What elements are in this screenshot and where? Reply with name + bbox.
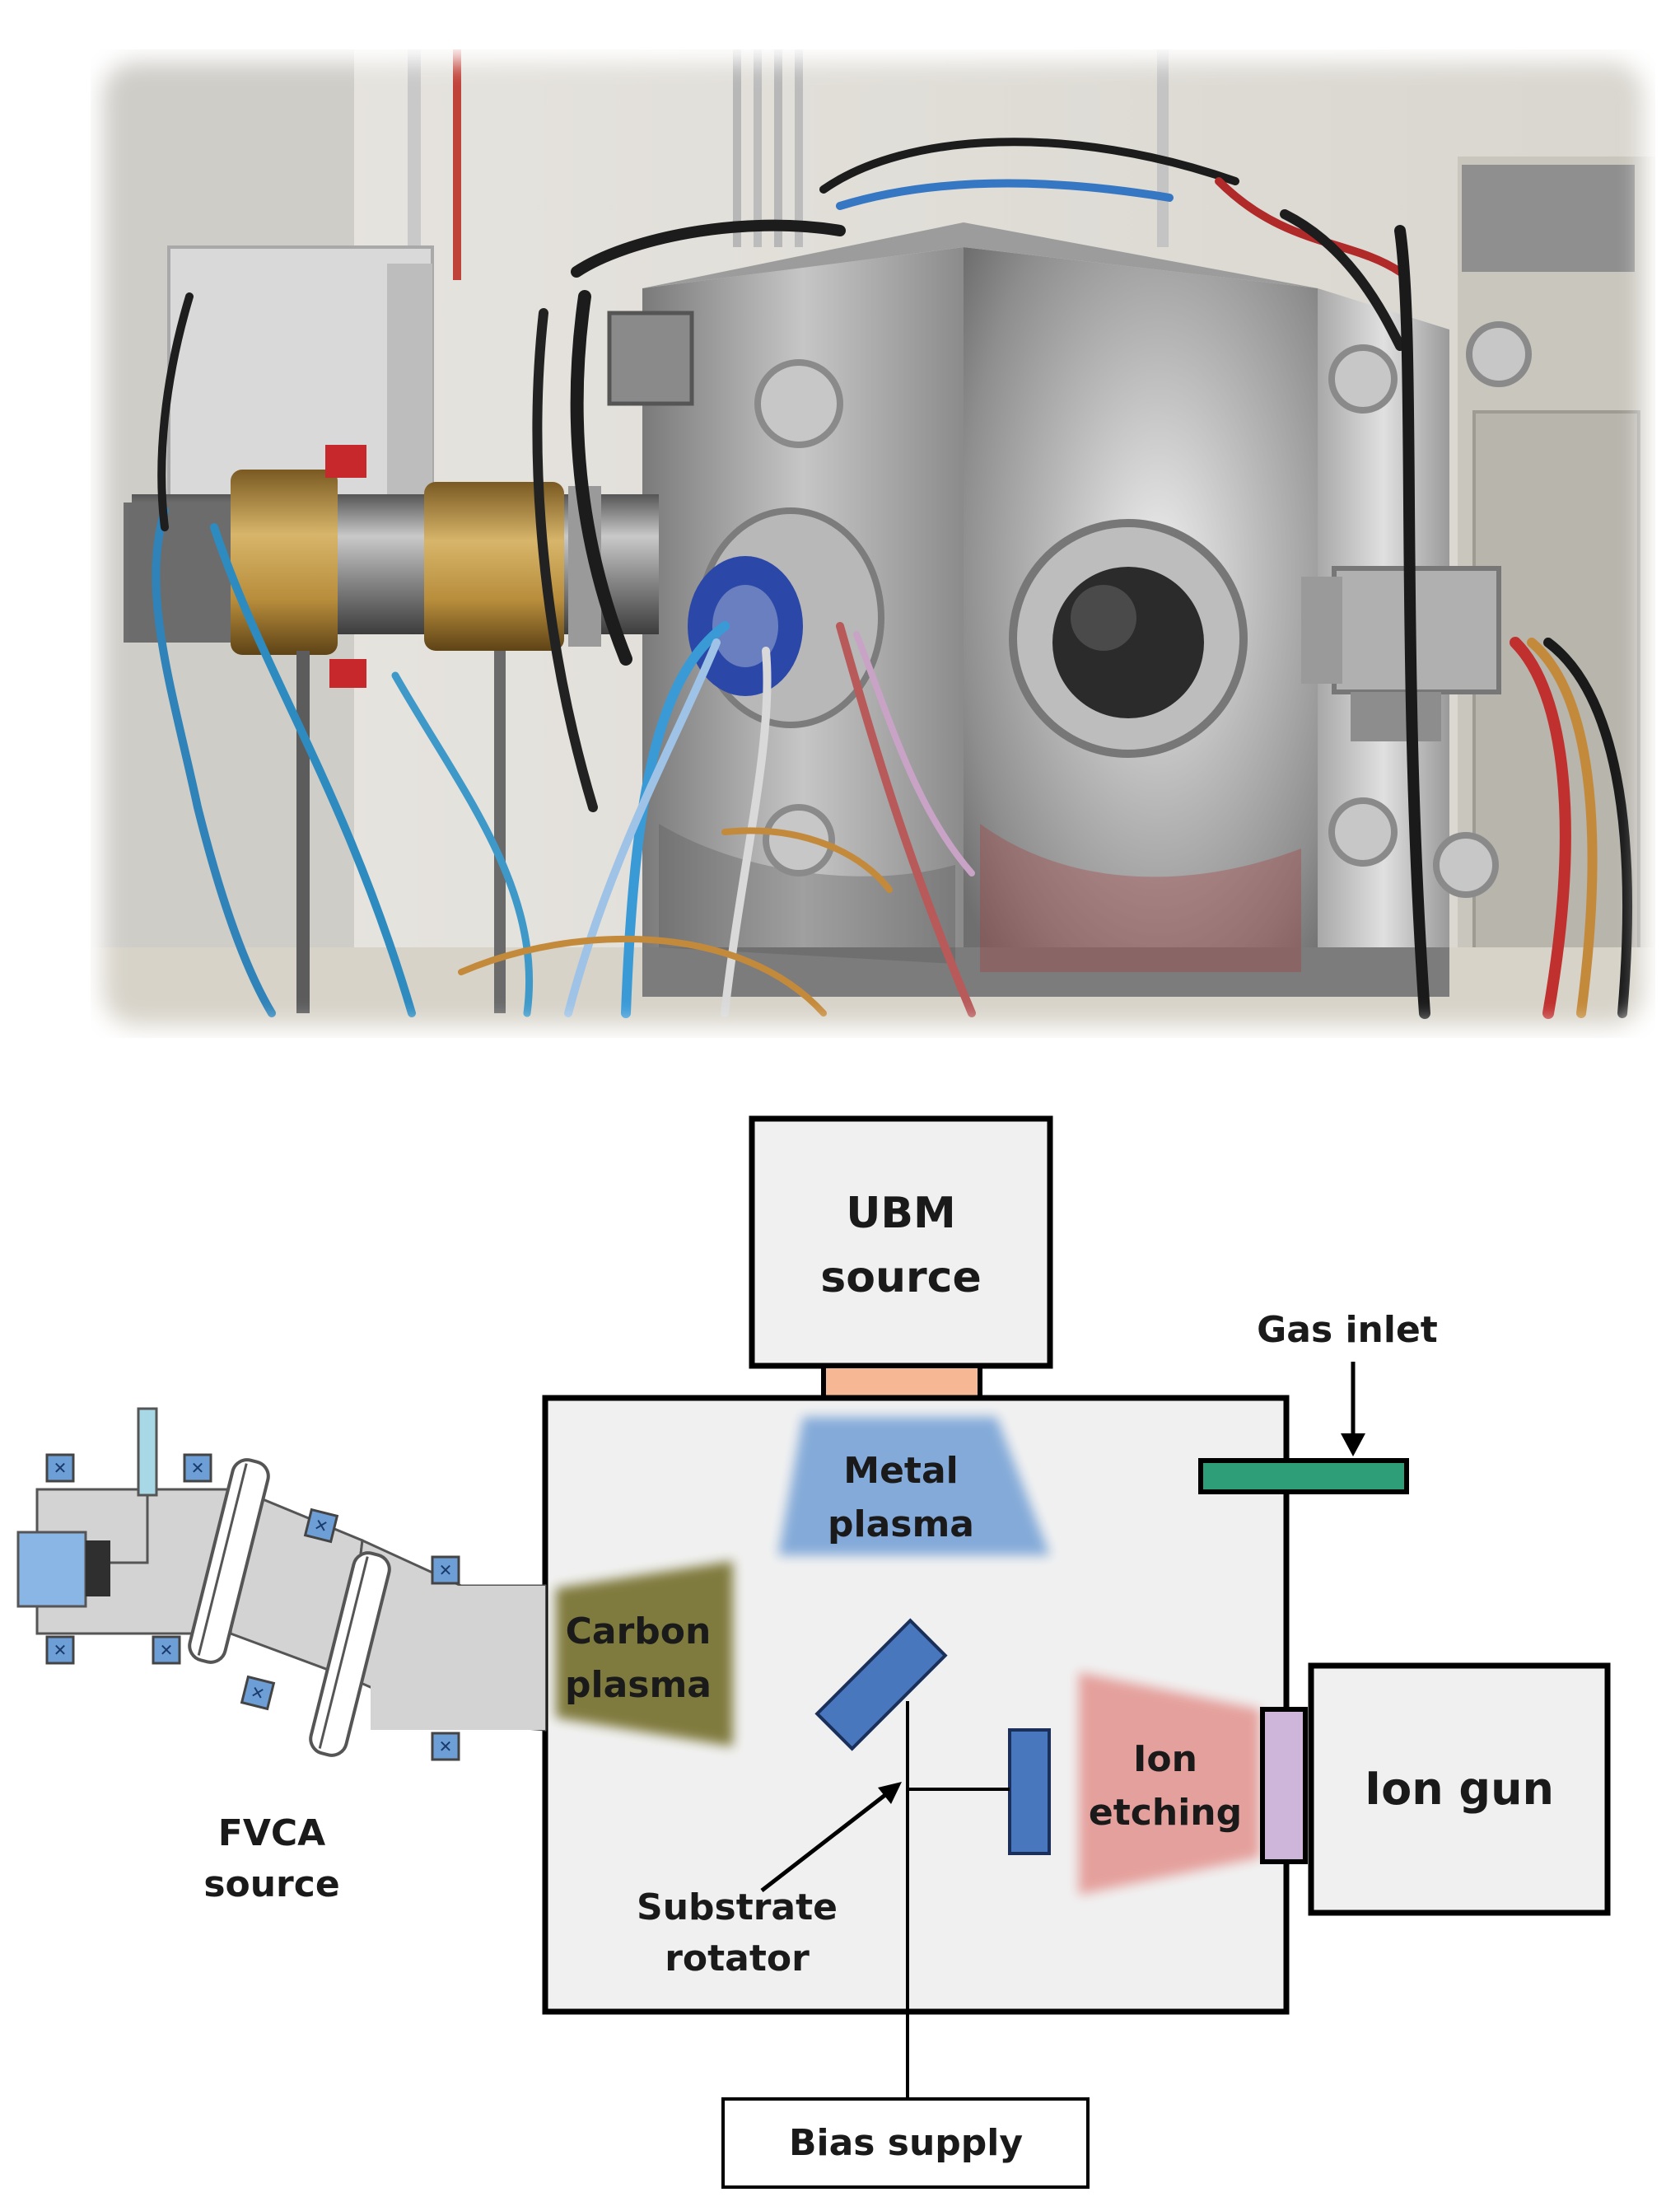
- carbon-plasma-label: plasma: [565, 1664, 712, 1706]
- wall-conduit: [408, 49, 421, 264]
- source-stand: [494, 651, 506, 1013]
- fvca-cathode-cap: [86, 1540, 110, 1596]
- electronics-box-side: [387, 264, 432, 511]
- ion-gun-flange-schematic: [1260, 1707, 1308, 1864]
- substrate-rotator-label: Substrate: [637, 1886, 838, 1928]
- small-port: [754, 359, 843, 448]
- fvca-source-label: FVCA: [218, 1812, 325, 1854]
- fvca-flange: [188, 1458, 270, 1664]
- fvca-source: ✕ ✕ ✕ ✕ ✕ ✕ ✕ ✕ FVCA source: [16, 1407, 547, 1905]
- wall-conduit: [1157, 49, 1169, 247]
- magnet-coil: ✕: [303, 1508, 339, 1544]
- svg-text:✕: ✕: [312, 1514, 330, 1536]
- wall-conduit: [754, 49, 762, 247]
- carbon-plasma: [556, 1561, 733, 1746]
- ubm-source-label: UBM: [846, 1189, 956, 1238]
- ubm-source-label: source: [820, 1253, 981, 1302]
- gas-inlet-label: Gas inlet: [1257, 1309, 1438, 1351]
- source-clamp-red: [329, 659, 366, 688]
- magnet-coils: ✕ ✕ ✕ ✕ ✕ ✕ ✕ ✕: [45, 1453, 460, 1761]
- source-stand: [296, 651, 310, 1013]
- ion-gun-label: Ion gun: [1365, 1763, 1554, 1815]
- bias-supply-label: Bias supply: [789, 2122, 1023, 2164]
- small-port: [1466, 321, 1532, 387]
- magnet-coil: ✕: [240, 1675, 276, 1711]
- ubm-source-box: [749, 1115, 1053, 1369]
- ion-etching-label: etching: [1089, 1792, 1242, 1834]
- substrate-rotator: Substrate rotator: [637, 1618, 1051, 2109]
- metal-plasma: [778, 1417, 1050, 1555]
- substrate-vertical: [1008, 1728, 1051, 1855]
- substrate-tilted: [814, 1618, 948, 1751]
- svg-text:✕: ✕: [54, 1640, 68, 1660]
- svg-text:✕: ✕: [439, 1737, 453, 1756]
- substrate-pointer-arrowhead: [878, 1782, 902, 1804]
- small-port: [1328, 797, 1398, 867]
- ion-gun-mount: [1351, 692, 1441, 741]
- schematic: UBM source Gas inlet Metal plasma Carbon…: [16, 1115, 1611, 2189]
- metal-plasma-label: plasma: [828, 1503, 974, 1545]
- svg-text:✕: ✕: [191, 1458, 205, 1478]
- gas-inlet-arrowhead: [1341, 1433, 1365, 1456]
- feedthrough-center: [712, 585, 778, 667]
- gas-inlet-pipe: [1198, 1458, 1409, 1494]
- fvca-duct-straight: [371, 1586, 545, 1730]
- source-coil: [231, 470, 338, 655]
- substrate-pointer-arrow: [760, 1790, 891, 1892]
- top-clamp: [607, 311, 694, 406]
- fvca-source-label: source: [203, 1863, 339, 1905]
- svg-text:✕: ✕: [54, 1458, 68, 1478]
- metal-plasma-label: Metal: [843, 1450, 958, 1492]
- magnet-coil: ✕: [183, 1453, 212, 1483]
- top-right-box: [1462, 165, 1635, 272]
- ion-gun-flange: [1301, 577, 1342, 684]
- viewport-glare: [1071, 585, 1136, 651]
- magnet-coil: ✕: [431, 1732, 460, 1761]
- small-port: [763, 804, 835, 876]
- magnet-coil: ✕: [431, 1555, 460, 1585]
- wall-conduit: [774, 49, 782, 247]
- small-port: [1328, 344, 1398, 414]
- source-coil: [424, 482, 564, 651]
- right-cabinet-panel: [1472, 410, 1640, 1007]
- wall-conduit: [795, 49, 803, 247]
- ion-gun-box: [1308, 1662, 1611, 1916]
- source-clamp-red: [325, 445, 366, 478]
- svg-text:✕: ✕: [439, 1560, 453, 1580]
- carbon-plasma-label: Carbon: [566, 1610, 712, 1652]
- bias-supply-box: [721, 2097, 1090, 2189]
- magnet-coil: ✕: [152, 1635, 181, 1665]
- wall-conduit: [733, 49, 741, 247]
- magnet-coil: ✕: [45, 1453, 75, 1483]
- viewport-window: [1052, 567, 1204, 718]
- apparatus-photo: [91, 49, 1655, 1038]
- fvca-trigger-rod: [137, 1407, 158, 1497]
- ubm-source: UBM source: [749, 1115, 1053, 1369]
- chamber-top: [642, 222, 1318, 288]
- ion-etching: [1079, 1672, 1260, 1895]
- cables: [152, 138, 1632, 1019]
- chamber-reflection: [980, 824, 1301, 972]
- small-port: [1433, 832, 1499, 898]
- ion-etching-label: Ion: [1133, 1738, 1197, 1780]
- substrate-rotator-label: rotator: [665, 1938, 810, 1980]
- wall-conduit-red: [453, 49, 461, 280]
- fvca-cathode: [16, 1531, 87, 1608]
- magnet-coil: ✕: [45, 1635, 75, 1665]
- svg-text:✕: ✕: [160, 1640, 174, 1660]
- svg-text:✕: ✕: [249, 1681, 267, 1704]
- fvca-flange: [309, 1551, 391, 1757]
- fvca-trigger-wire: [110, 1495, 149, 1564]
